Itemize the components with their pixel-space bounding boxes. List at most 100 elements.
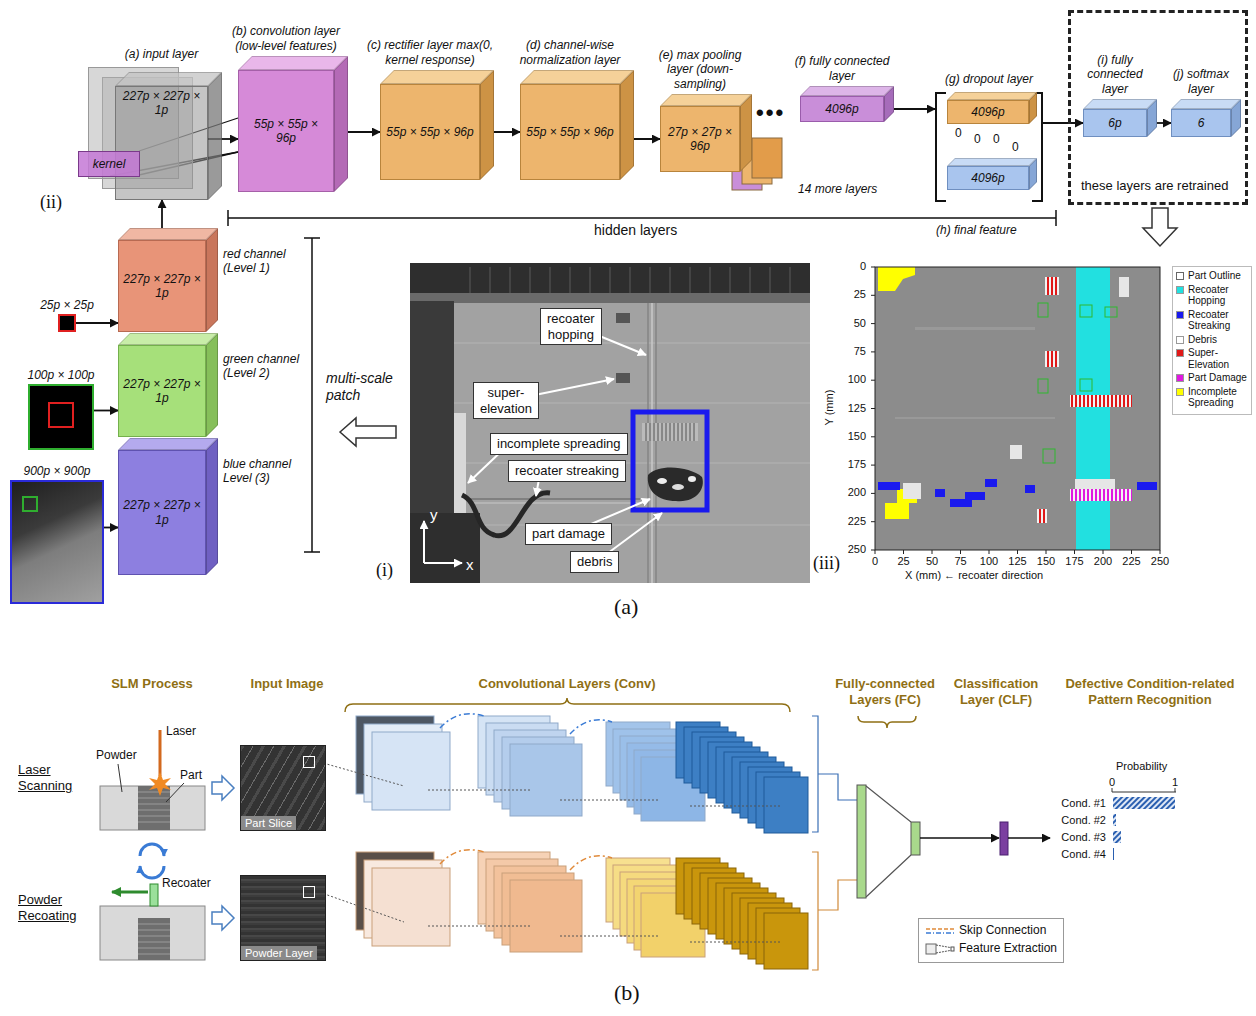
box-side-face bbox=[620, 70, 634, 180]
softmax-layer: (j) softmax layer6 bbox=[1171, 109, 1231, 137]
legend-text: Part Damage bbox=[1188, 372, 1247, 384]
defect-map-part bbox=[903, 277, 1129, 499]
down-hollow-arrow-part bbox=[1143, 208, 1177, 246]
ptxt-text: recoater hopping bbox=[547, 311, 595, 342]
part-label: Powder bbox=[96, 748, 137, 762]
fc-layers-part bbox=[911, 822, 920, 855]
body-text: 27p × 27p × 96p bbox=[661, 123, 739, 156]
legend-row: Recoater Streaking bbox=[1176, 309, 1248, 332]
defect-callout: debris bbox=[570, 551, 619, 573]
laser-scanning-schematic-part bbox=[159, 730, 162, 776]
fc-network-part bbox=[818, 774, 857, 800]
connector-arrow bbox=[76, 322, 118, 324]
fully-connected-layer: (i) fully connected layer6p bbox=[1083, 109, 1147, 137]
box-side-face bbox=[206, 438, 218, 575]
fc-layers bbox=[857, 785, 1050, 898]
legend-swatch bbox=[1176, 336, 1184, 344]
head-text: (j) softmax layer bbox=[1165, 67, 1237, 96]
powder-bed-photo-part bbox=[642, 423, 698, 441]
legend-row: Super-Elevation bbox=[1176, 347, 1248, 370]
body-text: 4096p bbox=[967, 169, 1008, 187]
tick-label: 150 bbox=[1031, 555, 1061, 568]
legend-row: Skip Connection bbox=[925, 923, 1057, 939]
conv-stack-blue-deep bbox=[676, 722, 808, 833]
row-heading: Laser Scanning bbox=[18, 762, 78, 793]
part-label: Part bbox=[180, 768, 202, 782]
conv-stack-orange-part bbox=[372, 868, 450, 946]
tick-label: 75 bbox=[946, 555, 976, 568]
defect-callout: incomplete spreading bbox=[490, 433, 628, 455]
box-side-face bbox=[740, 94, 752, 172]
patch-900: 900p × 900p bbox=[10, 480, 104, 604]
defect-map-part bbox=[878, 479, 1157, 507]
kernel-patch: kernel bbox=[78, 151, 140, 177]
head-text: (f) fully connected layer bbox=[792, 54, 892, 83]
column-heading: Fully-connected Layers (FC) bbox=[826, 676, 944, 707]
probability-bars-part bbox=[1113, 831, 1121, 843]
tick-label: 25 bbox=[889, 555, 919, 568]
defect-map-part bbox=[1037, 277, 1132, 523]
powder-bed-photo-part bbox=[424, 326, 662, 563]
connector-arrow bbox=[1043, 122, 1083, 124]
head-text: (e) max pooling layer (down-sampling) bbox=[645, 48, 755, 91]
legend-text: Part Outline bbox=[1188, 270, 1241, 282]
defect-map-part bbox=[875, 267, 1160, 550]
tick-label: 175 bbox=[1060, 555, 1090, 568]
defect-map-part-part bbox=[950, 499, 972, 507]
body-text: 227p × 227p × 1p bbox=[116, 87, 207, 120]
dropout-zero: 0 bbox=[1012, 140, 1019, 154]
rhead-text: blue channel Level (3) bbox=[223, 457, 309, 486]
defect-map-part-part bbox=[1045, 277, 1059, 295]
phead-text: 900p × 900p bbox=[23, 464, 90, 478]
box-top-face bbox=[238, 56, 348, 70]
box-top-face bbox=[115, 72, 222, 86]
body-text: 55p × 55p × 96p bbox=[239, 115, 333, 148]
skip-connections-part bbox=[440, 714, 484, 728]
input-image: Part Slice bbox=[240, 745, 326, 831]
skip-connections-part bbox=[570, 720, 612, 734]
powder-recoating-schematic-part bbox=[138, 918, 170, 960]
defect-map-part-part bbox=[1045, 351, 1059, 367]
box-top-face bbox=[118, 228, 218, 240]
patch-marker bbox=[303, 886, 315, 898]
box-top-face bbox=[947, 158, 1037, 166]
kbody-text: kernel bbox=[93, 157, 126, 171]
body-text: 55p × 55p × 96p bbox=[522, 123, 617, 141]
fc-network-part bbox=[818, 880, 857, 910]
defect-map-part-part bbox=[1010, 445, 1022, 459]
patch-bracket bbox=[304, 238, 320, 552]
body-text: 227p × 227p × 1p bbox=[119, 496, 205, 529]
powder-bed-photo-part bbox=[688, 476, 696, 482]
column-heading: Convolutional Layers (Conv) bbox=[467, 676, 667, 692]
box-top-face bbox=[520, 70, 634, 84]
powder-bed-photo bbox=[410, 263, 810, 583]
max-pooling-layer: (e) max pooling layer (down-sampling)27p… bbox=[660, 106, 740, 172]
defect-map-part bbox=[915, 327, 1035, 330]
defect-map-part-part bbox=[965, 492, 985, 500]
powder-bed-photo-part bbox=[651, 303, 653, 583]
body-text: 227p × 227p × 1p bbox=[119, 375, 205, 408]
powder-bed-photo-part bbox=[648, 468, 703, 502]
tick-label: 200 bbox=[836, 486, 866, 499]
axis-title: X (mm) ← recoater direction bbox=[905, 569, 1043, 582]
ptag-text: (i) bbox=[376, 560, 393, 581]
normalization-layer: (d) channel-wise normalization layer55p … bbox=[520, 84, 620, 180]
legend-row: Part Damage bbox=[1176, 372, 1248, 384]
probability-bars-part bbox=[1113, 797, 1175, 809]
ptxt-text: recoater streaking bbox=[515, 463, 619, 479]
defect-map-part-part bbox=[1137, 482, 1157, 490]
dropout-zero: 0 bbox=[955, 126, 962, 140]
box-top-face bbox=[1171, 99, 1241, 109]
conv-layer: (b) convolution layer (low-level feature… bbox=[238, 70, 334, 192]
defect-map-part-part bbox=[1080, 379, 1092, 391]
green-channel: 227p × 227p × 1pgreen channel (Level 2) bbox=[118, 345, 206, 437]
retrained-group: these layers are retrained(i) fully conn… bbox=[1068, 10, 1248, 205]
part-label: Recoater bbox=[162, 876, 211, 890]
box-side-face bbox=[206, 333, 218, 437]
defect-callout: recoater streaking bbox=[508, 460, 626, 482]
legend-text: Super-Elevation bbox=[1188, 347, 1248, 370]
condition-label: Cond. #1 bbox=[1056, 797, 1106, 810]
fc-layers-part bbox=[857, 785, 866, 898]
fully-connected-layer: (f) fully connected layer4096p bbox=[800, 96, 884, 122]
annotation: 14 more layers bbox=[798, 182, 877, 196]
